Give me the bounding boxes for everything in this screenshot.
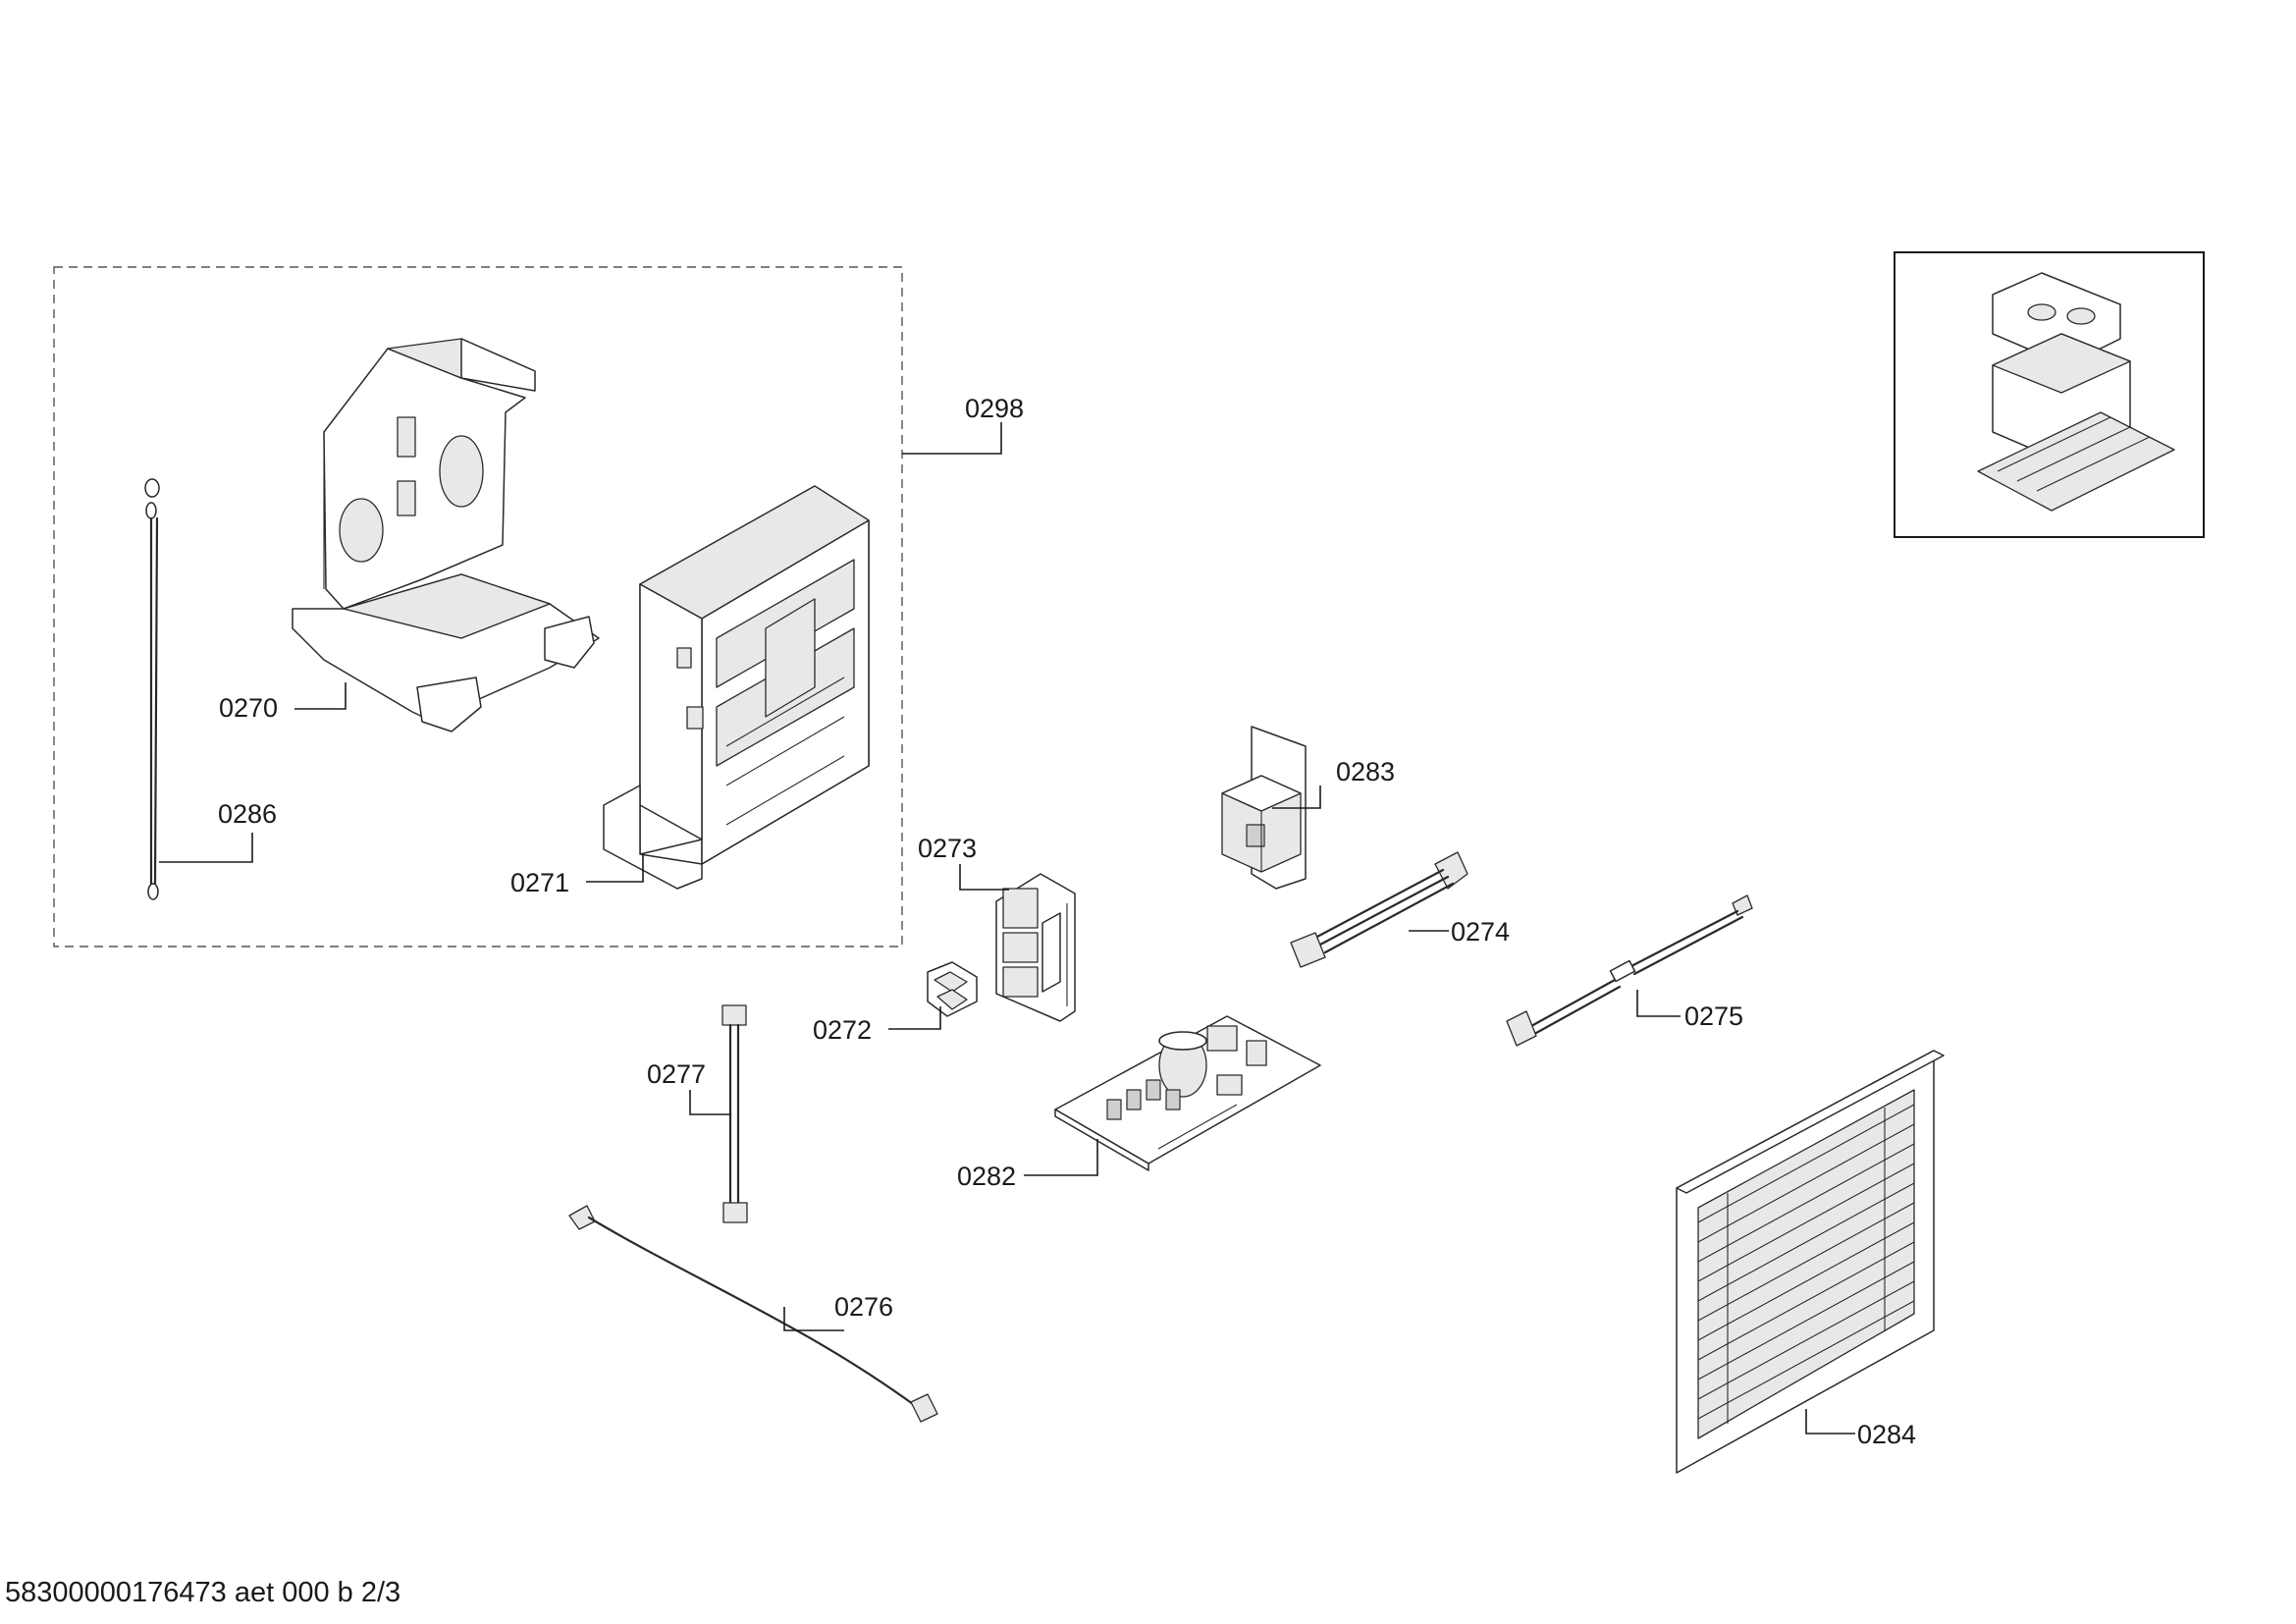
part-0274-ribbon-cable[interactable] <box>1290 851 1468 968</box>
inset-overview <box>1894 251 2205 538</box>
leader-0284 <box>1805 1409 1855 1435</box>
assembly-group-box <box>53 266 903 947</box>
label-0272: 0272 <box>813 1015 872 1045</box>
part-0276-wire[interactable] <box>568 1205 938 1423</box>
label-0276: 0276 <box>834 1292 893 1322</box>
leader-0270 <box>294 682 347 710</box>
leader-0286 <box>159 833 253 863</box>
part-0271-housing[interactable] <box>603 485 870 890</box>
label-0298: 0298 <box>965 394 1024 423</box>
part-0275-cable[interactable] <box>1506 894 1753 1047</box>
label-0271: 0271 <box>510 868 569 897</box>
leader-0272 <box>888 1006 941 1030</box>
label-0270: 0270 <box>219 693 278 723</box>
leader-0298 <box>902 422 1002 455</box>
part-0273-relay-board[interactable] <box>995 873 1076 1022</box>
leader-0271 <box>586 854 644 883</box>
label-0286: 0286 <box>218 799 277 829</box>
leader-0282 <box>1024 1139 1098 1176</box>
leader-0277 <box>689 1090 731 1115</box>
label-0274: 0274 <box>1451 917 1510 947</box>
leader-0275 <box>1636 990 1681 1017</box>
part-0284-filter-grid[interactable] <box>1676 1050 1945 1474</box>
label-0284: 0284 <box>1857 1420 1916 1449</box>
document-footer: 58300000176473 aet 000 b 2/3 <box>5 1577 400 1608</box>
label-0275: 0275 <box>1684 1001 1743 1031</box>
label-0273: 0273 <box>918 834 977 863</box>
label-0283: 0283 <box>1336 757 1395 786</box>
part-0277-cable[interactable] <box>721 1004 748 1223</box>
leader-0276 <box>783 1307 844 1331</box>
part-0282-power-board[interactable] <box>1054 1015 1321 1171</box>
part-0270-bracket[interactable] <box>292 338 600 732</box>
leader-0283 <box>1272 785 1321 809</box>
leader-0273 <box>959 864 1009 891</box>
part-0286-ground-wire[interactable] <box>144 478 160 900</box>
label-0282: 0282 <box>957 1162 1016 1191</box>
part-0272-clip[interactable] <box>927 961 978 1017</box>
label-0277: 0277 <box>647 1059 706 1089</box>
